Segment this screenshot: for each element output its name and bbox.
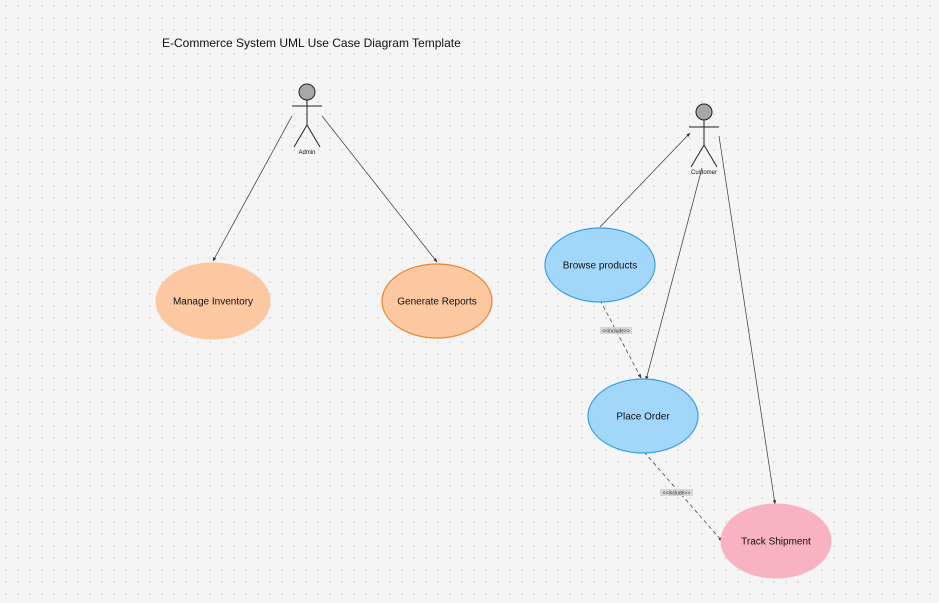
use-case-track-shipment[interactable]: Track Shipment <box>720 503 832 579</box>
include-place-order-track-shipment <box>643 451 723 542</box>
diagram-title: E-Commerce System UML Use Case Diagram T… <box>162 36 461 50</box>
use-case-browse-products[interactable]: Browse products <box>544 227 656 303</box>
include-label-2: <<include>> <box>660 489 693 497</box>
customer-head-icon <box>695 103 713 121</box>
browse-products-label: Browse products <box>563 261 637 272</box>
include-label-1: <<include>> <box>600 327 632 335</box>
place-order-label: Place Order <box>616 412 670 423</box>
admin-manage-inventory-link <box>212 115 293 262</box>
include-label-2-text: <<include>> <box>663 491 691 497</box>
track-shipment-label: Track Shipment <box>741 537 811 548</box>
generate-reports-label: Generate Reports <box>397 297 477 308</box>
use-case-generate-reports[interactable]: Generate Reports <box>381 263 493 339</box>
admin-head-icon <box>298 83 316 101</box>
customer-track-shipment-link <box>718 135 777 505</box>
customer-place-order-link <box>645 167 703 381</box>
browse-customer-link <box>599 132 691 228</box>
admin-generate-reports-link <box>321 115 438 263</box>
customer-label: Customer <box>691 170 717 176</box>
include-label-1-text: <<include>> <box>602 329 630 335</box>
manage-inventory-label: Manage Inventory <box>173 297 253 308</box>
use-case-manage-inventory[interactable]: Manage Inventory <box>155 262 271 340</box>
use-case-place-order[interactable]: Place Order <box>587 378 699 454</box>
include-browse-place-order <box>599 299 642 379</box>
admin-label: Admin <box>298 150 315 156</box>
customer-actor[interactable]: Customer <box>689 103 719 176</box>
admin-actor[interactable]: Admin <box>292 83 322 156</box>
